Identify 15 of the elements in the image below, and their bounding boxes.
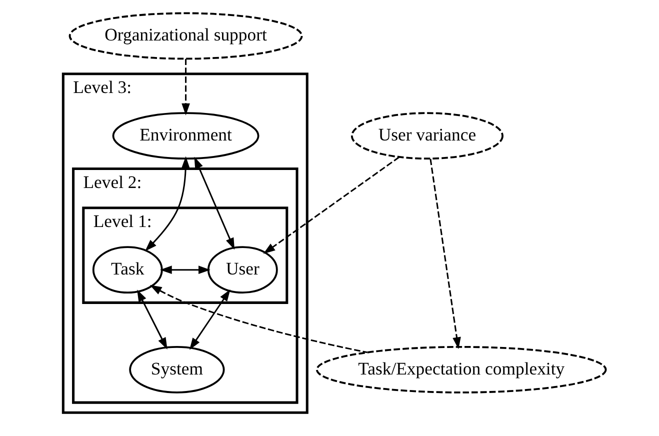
arrow (189, 289, 230, 350)
arrow (194, 156, 235, 250)
arrow (263, 156, 400, 254)
node-ellipse: User variance (350, 112, 504, 160)
node-ellipse: Task/Expectation complexity (316, 346, 607, 394)
node-ellipse: Environment (112, 112, 260, 160)
arrow (144, 156, 190, 252)
node-ellipse: System (129, 346, 225, 394)
arrow (137, 290, 168, 350)
arrow (150, 285, 368, 354)
arrow (160, 266, 210, 274)
node-ellipse: User (207, 246, 278, 294)
arrow (182, 58, 190, 116)
node-ellipse: Organizational support (68, 12, 303, 60)
arrow (430, 158, 461, 350)
